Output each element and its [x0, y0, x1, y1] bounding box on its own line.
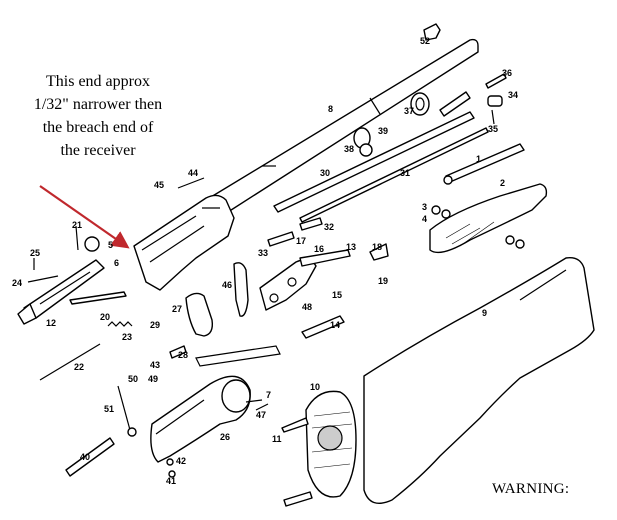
part-misc-upper: [177, 177, 389, 261]
part-number: 19: [378, 276, 388, 286]
part-number: 44: [188, 168, 198, 178]
part-sear-assembly: [259, 249, 351, 311]
part-number: 45: [154, 180, 164, 190]
part-number: 49: [148, 374, 158, 384]
part-number: 2: [500, 178, 505, 188]
part-number: 4: [422, 214, 427, 224]
part-number: 25: [30, 248, 40, 258]
part-number: 26: [220, 432, 230, 442]
part-number: 11: [272, 434, 282, 444]
part-number-labels: 1 2 3 4 5 6 7 8 9 10 11 12 13 14 15 16 1…: [12, 36, 518, 486]
part-number: 21: [72, 220, 82, 230]
part-number: 47: [256, 410, 266, 420]
part-number: 24: [12, 278, 22, 288]
part-leaf-spring: [65, 437, 115, 477]
part-number: 48: [302, 302, 312, 312]
part-number: 46: [222, 280, 232, 290]
part-number: 39: [378, 126, 388, 136]
part-number: 15: [332, 290, 342, 300]
part-number: 7: [266, 390, 271, 400]
part-number: 27: [172, 304, 182, 314]
part-trigger: [233, 262, 249, 317]
part-number: 1: [476, 154, 481, 164]
part-link: [301, 315, 345, 339]
annotation-arrow: [39, 185, 130, 249]
part-pins: [27, 225, 101, 381]
part-number: 50: [128, 374, 138, 384]
part-number: 38: [344, 144, 354, 154]
part-number: 6: [114, 258, 119, 268]
part-number: 14: [330, 320, 340, 330]
part-barrel: [205, 38, 479, 213]
part-number: 34: [508, 90, 518, 100]
annotation-line: the receiver: [60, 142, 136, 159]
part-butt-plate: [305, 390, 357, 498]
part-number: 23: [122, 332, 132, 342]
part-number: 28: [178, 350, 188, 360]
part-number: 31: [400, 168, 410, 178]
part-number: 37: [404, 106, 414, 116]
part-buttstock: [363, 257, 595, 504]
part-forend-screws: [431, 205, 525, 249]
part-number: 13: [346, 242, 356, 252]
part-bolt: [17, 259, 105, 325]
annotation-line: the breach end of: [42, 119, 154, 136]
part-number: 52: [420, 36, 430, 46]
part-number: 40: [80, 452, 90, 462]
part-number: 41: [166, 476, 176, 486]
part-number: 17: [296, 236, 306, 246]
annotation-line: 1/32" narrower then: [33, 96, 163, 113]
part-hammer: [185, 292, 214, 337]
part-number: 51: [104, 404, 114, 414]
part-forend: [429, 183, 548, 254]
part-spring: [69, 291, 133, 327]
part-number: 30: [320, 168, 330, 178]
part-number: 36: [502, 68, 512, 78]
part-receiver: [133, 194, 235, 291]
part-pin-51: [117, 385, 137, 437]
part-number: 12: [46, 318, 56, 328]
part-magazine-tube-end: [439, 73, 507, 125]
part-magazine-rods: [273, 111, 489, 223]
part-number: 10: [310, 382, 320, 392]
part-number: 22: [74, 362, 84, 372]
part-number: 43: [150, 360, 160, 370]
part-number: 3: [422, 202, 427, 212]
annotation-line: This end approx: [46, 73, 150, 90]
part-number: 5: [108, 240, 113, 250]
part-small-ring: [353, 127, 373, 157]
part-lever: [150, 345, 281, 463]
part-barrel-band: [410, 92, 430, 116]
part-number: 42: [176, 456, 186, 466]
warning-label: WARNING:: [492, 481, 570, 497]
part-number: 33: [258, 248, 268, 258]
part-number: 18: [372, 242, 382, 252]
part-screws: [281, 417, 313, 507]
part-misc-lower: [166, 345, 269, 478]
part-number: 8: [328, 104, 333, 114]
part-number: 9: [482, 308, 487, 318]
part-number: 20: [100, 312, 110, 322]
part-number: 29: [150, 320, 160, 330]
part-number: 35: [488, 124, 498, 134]
part-rod-1: [443, 143, 525, 185]
part-number: 16: [314, 244, 324, 254]
part-number: 32: [324, 222, 334, 232]
part-front-sight: [423, 23, 441, 41]
annotation-note: This end approx 1/32" narrower then the …: [14, 70, 182, 162]
